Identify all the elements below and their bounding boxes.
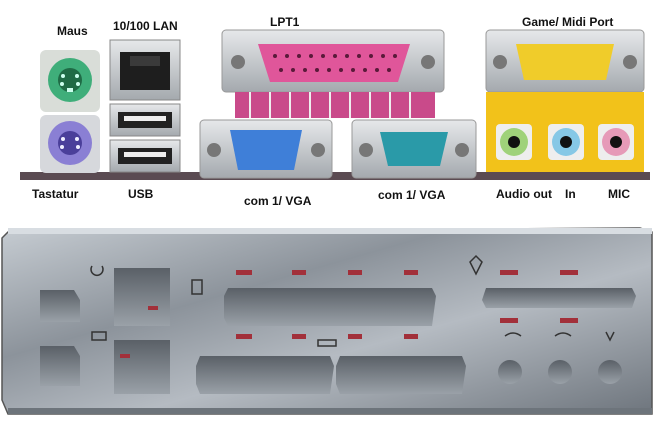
ps2-keyboard-port — [40, 115, 100, 173]
lan-port — [109, 39, 181, 101]
mic-jack — [598, 124, 634, 160]
mouse-glyph-icon — [90, 265, 104, 276]
usb-cutout — [114, 340, 170, 394]
joystick-glyph-icon — [469, 254, 483, 276]
usb-port-top — [109, 103, 181, 137]
mic-glyph-icon — [605, 331, 615, 342]
line-in-glyph-icon — [554, 332, 572, 337]
ps2-keyboard-cutout — [40, 346, 80, 386]
label-lan: 10/100 LAN — [113, 19, 178, 33]
io-shield — [1, 227, 653, 415]
line-in-jack — [548, 124, 584, 160]
vga-cutout — [196, 356, 334, 394]
audio-out-hole — [498, 360, 522, 384]
serial-port — [351, 119, 477, 179]
serial-cutout — [336, 356, 466, 394]
serial-glyph-icon — [317, 339, 337, 347]
label-com-vga-left: com 1/ VGA — [244, 194, 312, 208]
label-keyboard: Tastatur — [32, 187, 79, 201]
label-com-vga-right: com 1/ VGA — [378, 188, 446, 202]
lpt1-port — [221, 29, 445, 118]
label-lpt1: LPT1 — [270, 15, 300, 29]
label-line-in: In — [565, 187, 576, 201]
ps2-mouse-port — [40, 50, 100, 112]
label-audio-out: Audio out — [496, 187, 552, 201]
label-mic: MIC — [608, 187, 630, 201]
board-edge — [20, 172, 650, 180]
label-game-midi-port: Game/ Midi Port — [522, 15, 614, 29]
mic-hole — [598, 360, 622, 384]
usb-port-bottom — [109, 139, 181, 173]
line-in-hole — [548, 360, 572, 384]
audio-out-glyph-icon — [504, 332, 522, 337]
label-usb: USB — [128, 187, 154, 201]
ps2-mouse-cutout — [40, 290, 80, 322]
lan-cutout — [114, 268, 170, 326]
lpt-cutout — [224, 288, 436, 326]
game-port-cutout — [482, 288, 636, 308]
audio-out-jack — [496, 124, 532, 160]
printer-glyph-icon — [191, 279, 203, 295]
label-mouse: Maus — [57, 24, 88, 38]
vga-port — [199, 119, 333, 179]
keyboard-glyph-icon — [91, 331, 107, 341]
